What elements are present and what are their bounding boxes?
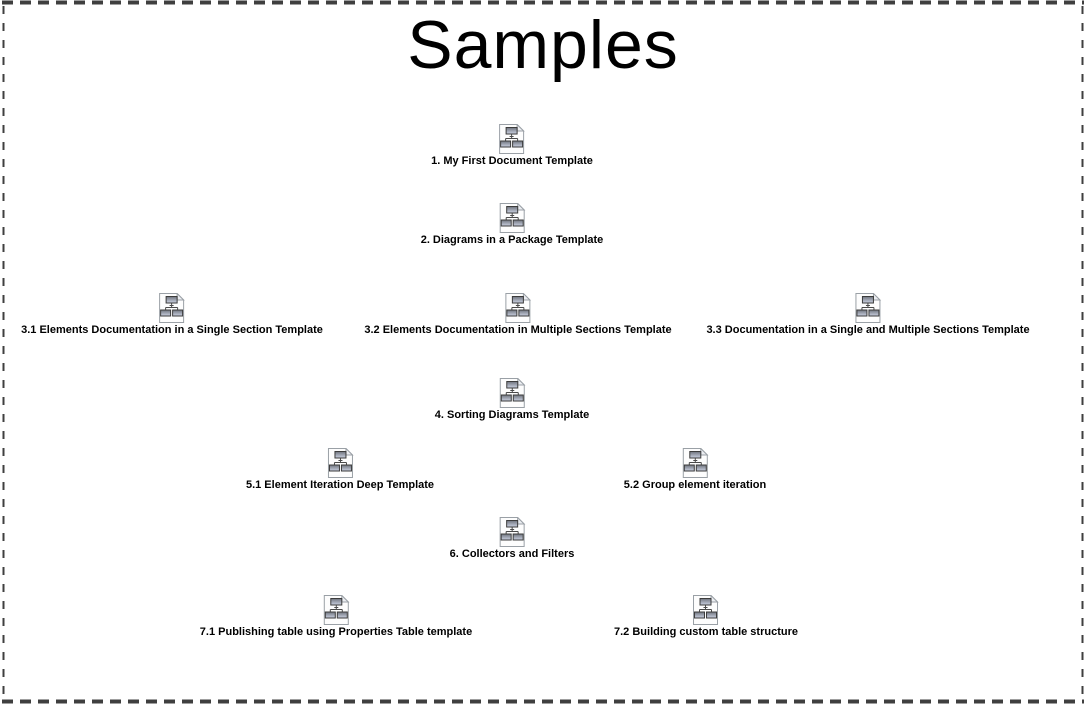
hierarchy-box-right [340, 464, 352, 472]
hierarchy-box-left [500, 140, 512, 148]
hierarchy-box-left [328, 464, 340, 472]
page-fold [873, 293, 882, 301]
template-node[interactable]: 1. My First Document Template [431, 124, 593, 168]
node-label: 5.1 Element Iteration Deep Template [245, 479, 435, 491]
page-fold [516, 517, 526, 525]
document-template-icon [853, 293, 884, 323]
hierarchy-box-top [506, 127, 518, 135]
hierarchy-connector [688, 458, 702, 465]
hierarchy-box-right [518, 309, 530, 317]
hierarchy-box-top [505, 520, 518, 528]
hierarchy-box-left [506, 309, 518, 317]
document-template-icon [497, 124, 528, 154]
node-label: 7.2 Building custom table structure [614, 626, 798, 638]
hierarchy-connector [165, 303, 179, 310]
hierarchy-box-left [694, 611, 706, 619]
hierarchy-connector [861, 303, 875, 310]
node-label: 1. My First Document Template [431, 155, 593, 167]
page-fold [516, 378, 526, 386]
node-label: 3.2 Elements Documentation in Multiple S… [364, 324, 672, 336]
template-node[interactable]: 5.1 Element Iteration Deep Template [246, 448, 434, 492]
template-node[interactable]: 7.2 Building custom table structure [614, 595, 798, 639]
node-label: 2. Diagrams in a Package Template [420, 234, 604, 246]
page-fold [344, 448, 354, 456]
page-fold [710, 595, 720, 603]
node-label: 3.3 Documentation in a Single and Multip… [706, 324, 1030, 336]
hierarchy-box-left [160, 309, 172, 317]
hierarchy-box-right [512, 533, 524, 541]
hierarchy-box-left [500, 219, 512, 227]
hierarchy-box-left [683, 464, 695, 472]
node-label: 3.1 Elements Documentation in a Single S… [21, 324, 323, 336]
template-node[interactable]: 7.1 Publishing table using Properties Ta… [200, 595, 472, 639]
template-node[interactable]: 6. Collectors and Filters [449, 517, 575, 561]
hierarchy-box-right [868, 309, 880, 317]
hierarchy-connector [505, 527, 519, 534]
hierarchy-box-left [856, 309, 868, 317]
document-template-icon [324, 448, 355, 478]
hierarchy-box-left [500, 394, 512, 402]
hierarchy-box-right [512, 394, 524, 402]
page-title: Samples [407, 7, 679, 83]
hierarchy-connector [333, 458, 347, 465]
hierarchy-connector [505, 213, 519, 220]
hierarchy-connector [699, 605, 713, 612]
hierarchy-box-right [512, 219, 524, 227]
template-node[interactable]: 3.1 Elements Documentation in a Single S… [21, 293, 323, 337]
hierarchy-box-top [862, 296, 874, 304]
page-fold [516, 203, 526, 211]
document-template-icon [503, 293, 534, 323]
hierarchy-connector [329, 605, 343, 612]
hierarchy-connector [511, 303, 525, 310]
hierarchy-box-right [172, 309, 184, 317]
hierarchy-box-top [505, 381, 518, 389]
node-label: 6. Collectors and Filters [449, 548, 575, 560]
template-node[interactable]: 2. Diagrams in a Package Template [420, 203, 604, 247]
page-fold [176, 293, 186, 301]
hierarchy-box-top [329, 598, 342, 606]
page-fold [340, 595, 350, 603]
page-fold [523, 293, 532, 301]
template-node[interactable]: 3.3 Documentation in a Single and Multip… [706, 293, 1030, 337]
hierarchy-box-top [505, 206, 518, 214]
hierarchy-box-top [699, 598, 712, 606]
hierarchy-box-top [512, 296, 524, 304]
node-label: 7.1 Publishing table using Properties Ta… [199, 626, 473, 638]
hierarchy-box-left [500, 533, 512, 541]
hierarchy-box-top [333, 451, 346, 459]
document-template-icon [690, 595, 721, 625]
node-label: 4. Sorting Diagrams Template [434, 409, 590, 421]
hierarchy-box-left [324, 611, 336, 619]
template-node[interactable]: 3.2 Elements Documentation in Multiple S… [364, 293, 672, 337]
hierarchy-box-right [706, 611, 718, 619]
template-node[interactable]: 5.2 Group element iteration [624, 448, 766, 492]
document-template-icon [156, 293, 187, 323]
hierarchy-box-top [165, 296, 178, 304]
document-template-icon [320, 595, 351, 625]
hierarchy-box-right [512, 140, 524, 148]
document-template-icon [496, 203, 527, 233]
template-node[interactable]: 4. Sorting Diagrams Template [435, 378, 589, 422]
document-template-icon [496, 517, 527, 547]
node-label: 5.2 Group element iteration [623, 479, 767, 491]
hierarchy-connector [505, 134, 519, 141]
hierarchy-connector [505, 388, 519, 395]
hierarchy-box-right [336, 611, 348, 619]
page-fold [517, 124, 526, 132]
page-fold [699, 448, 709, 456]
document-template-icon [496, 378, 527, 408]
document-template-icon [679, 448, 710, 478]
hierarchy-box-top [688, 451, 701, 459]
hierarchy-box-right [695, 464, 707, 472]
